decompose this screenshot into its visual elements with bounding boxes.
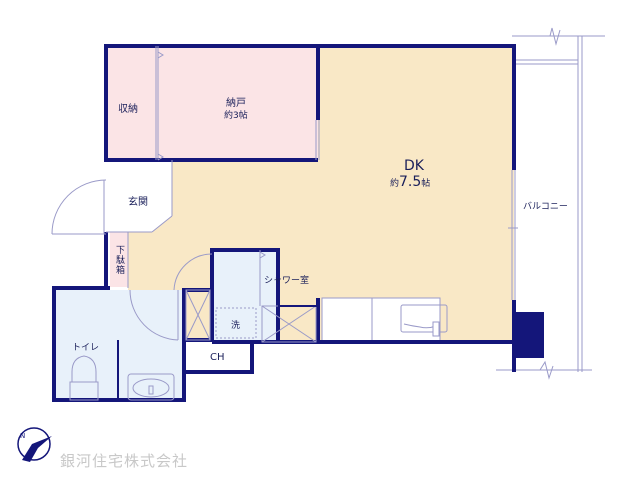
- size-prefix: 約: [390, 179, 400, 189]
- closet-area: [106, 46, 318, 160]
- compass-crane-logo: N: [17, 427, 52, 462]
- room-label-shower: シャワー室: [264, 276, 310, 286]
- room-label-entrance: 玄関: [128, 197, 148, 208]
- room-label-toilet: トイレ: [72, 343, 100, 353]
- entrance-area: [106, 160, 172, 232]
- room-label-shoe-box: 下駄箱: [114, 245, 124, 275]
- room-label-storage: 収納: [118, 104, 138, 115]
- sink-icon: [400, 304, 448, 333]
- room-label-washer: 洗: [231, 321, 241, 331]
- room-label-dk: DK: [404, 158, 424, 174]
- shoe-box-area: [110, 232, 128, 287]
- room-size-dk: 約7.5帖: [390, 174, 430, 190]
- room-label-balcony: バルコニー: [523, 202, 568, 212]
- room-size-closet: 約3帖: [224, 111, 248, 121]
- room-label-closet: 納戸: [226, 98, 246, 109]
- room-label-ch: CH: [210, 352, 225, 363]
- company-name: 銀河住宅株式会社: [60, 452, 189, 470]
- ac-outdoor-unit: [514, 312, 544, 358]
- svg-text:N: N: [20, 432, 25, 440]
- shower-washroom-area: [212, 250, 278, 340]
- size-unit: 帖: [421, 179, 431, 189]
- ch-area: [186, 340, 252, 372]
- size-value: 7.5: [399, 174, 422, 190]
